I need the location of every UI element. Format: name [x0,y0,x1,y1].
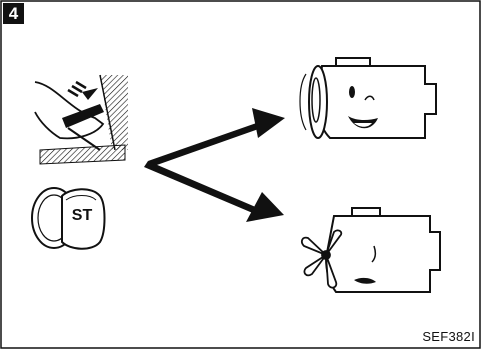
step-number-badge: 4 [3,3,24,24]
figure-code: SEF382I [422,329,475,344]
engine-happy-icon [299,57,437,139]
ignition-key-icon [31,187,106,250]
engine-off-icon [301,207,441,293]
key-label-st: ST [71,207,93,224]
pedal-icon [34,74,128,165]
arrow-icon [144,108,285,222]
